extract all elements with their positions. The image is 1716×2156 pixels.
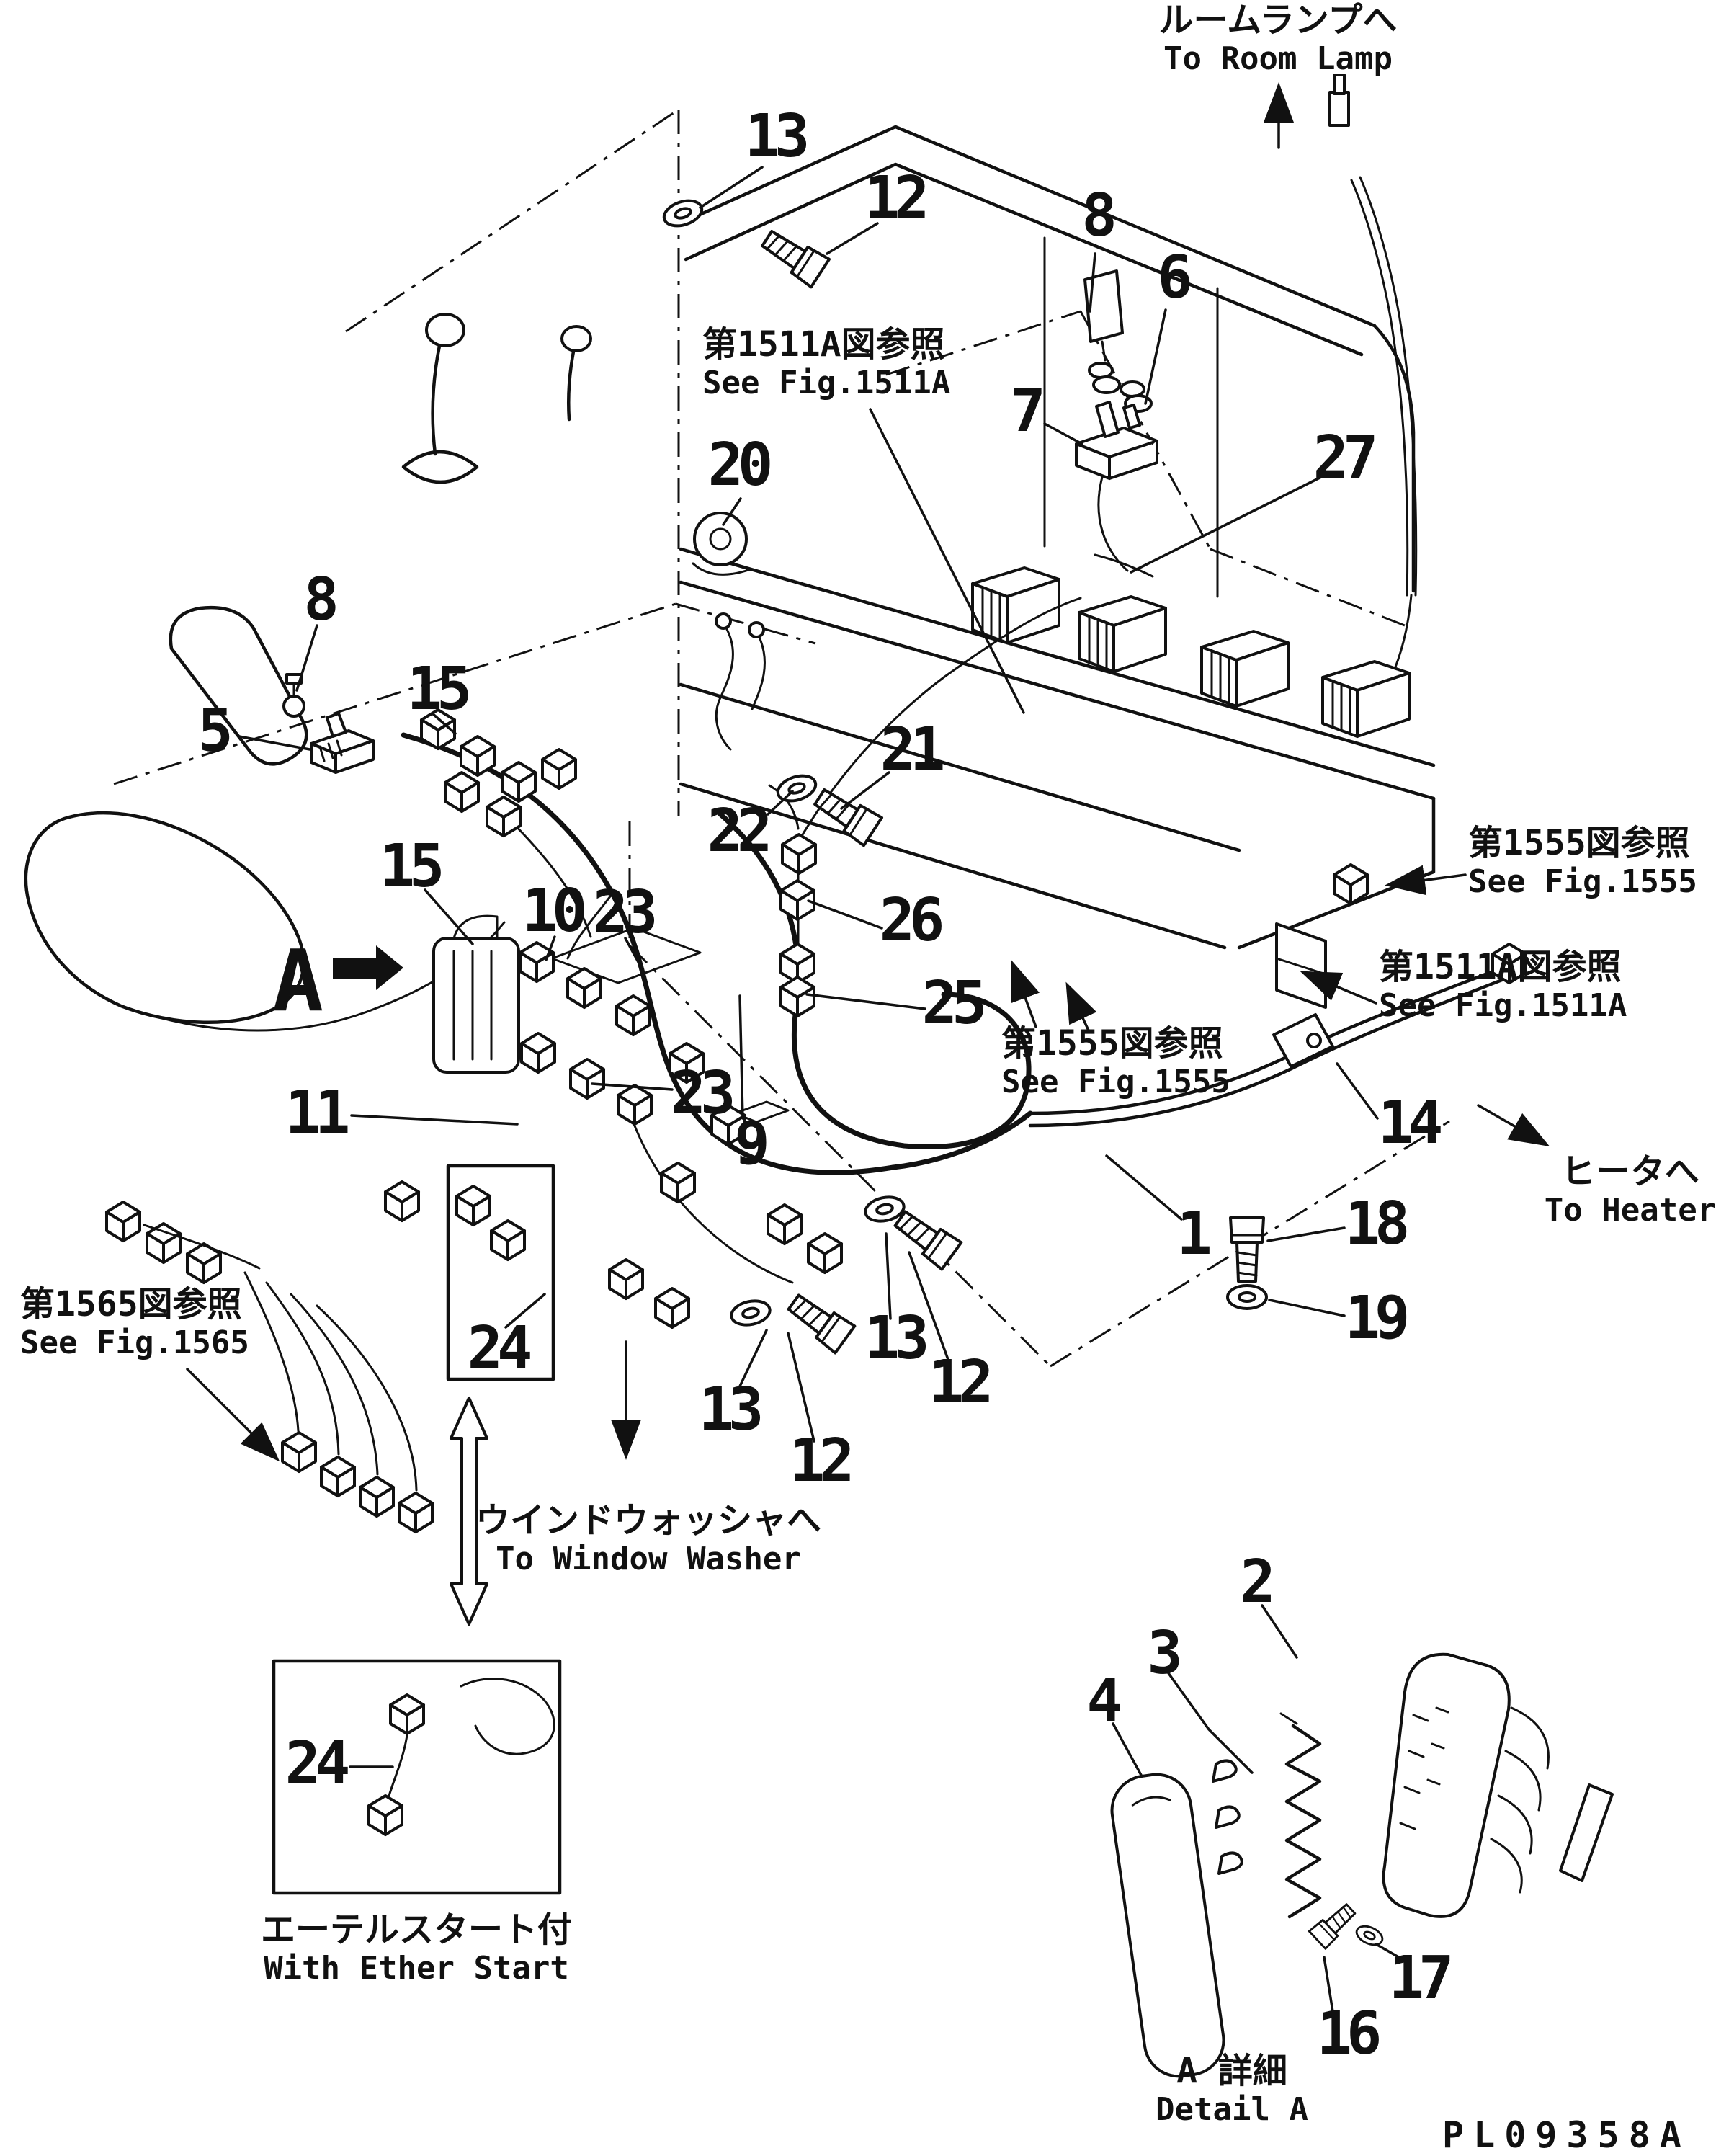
callout-15: 15 xyxy=(406,655,473,723)
callout-9: 9 xyxy=(734,1110,769,1178)
callout-27: 27 xyxy=(1313,424,1379,492)
callout-19: 19 xyxy=(1344,1284,1411,1353)
detail-a-marker: A xyxy=(272,931,324,1030)
callout-15: 15 xyxy=(379,832,445,901)
drawing-code: PL09358A xyxy=(1442,2114,1691,2156)
callout-12: 12 xyxy=(928,1348,994,1417)
callout-18: 18 xyxy=(1344,1190,1411,1258)
callout-2: 2 xyxy=(1240,1548,1275,1616)
callout-7: 7 xyxy=(1010,377,1045,445)
callout-23: 23 xyxy=(670,1059,736,1128)
callout-8: 8 xyxy=(1081,182,1117,250)
callout-25: 25 xyxy=(921,969,988,1038)
callout-12: 12 xyxy=(864,164,930,233)
callout-6: 6 xyxy=(1157,244,1192,312)
callout-22: 22 xyxy=(707,797,773,865)
callout-24: 24 xyxy=(285,1729,351,1798)
callout-21: 21 xyxy=(880,716,946,784)
callout-8: 8 xyxy=(303,566,339,634)
callout-5: 5 xyxy=(197,697,233,765)
callout-12: 12 xyxy=(789,1427,855,1495)
callout-11: 11 xyxy=(285,1079,351,1147)
callout-16: 16 xyxy=(1316,2000,1382,2068)
callout-4: 4 xyxy=(1086,1667,1122,1735)
callout-13: 13 xyxy=(864,1304,930,1373)
callout-20: 20 xyxy=(707,431,774,499)
callout-14: 14 xyxy=(1377,1089,1444,1157)
callout-3: 3 xyxy=(1147,1619,1182,1688)
callout-23: 23 xyxy=(592,878,658,947)
callout-17: 17 xyxy=(1388,1944,1454,2013)
callout-13: 13 xyxy=(744,102,810,171)
callout-26: 26 xyxy=(879,886,945,955)
callout-10: 10 xyxy=(522,877,588,945)
callout-1: 1 xyxy=(1176,1200,1212,1268)
callout-13: 13 xyxy=(698,1376,764,1444)
callout-24: 24 xyxy=(467,1314,533,1383)
